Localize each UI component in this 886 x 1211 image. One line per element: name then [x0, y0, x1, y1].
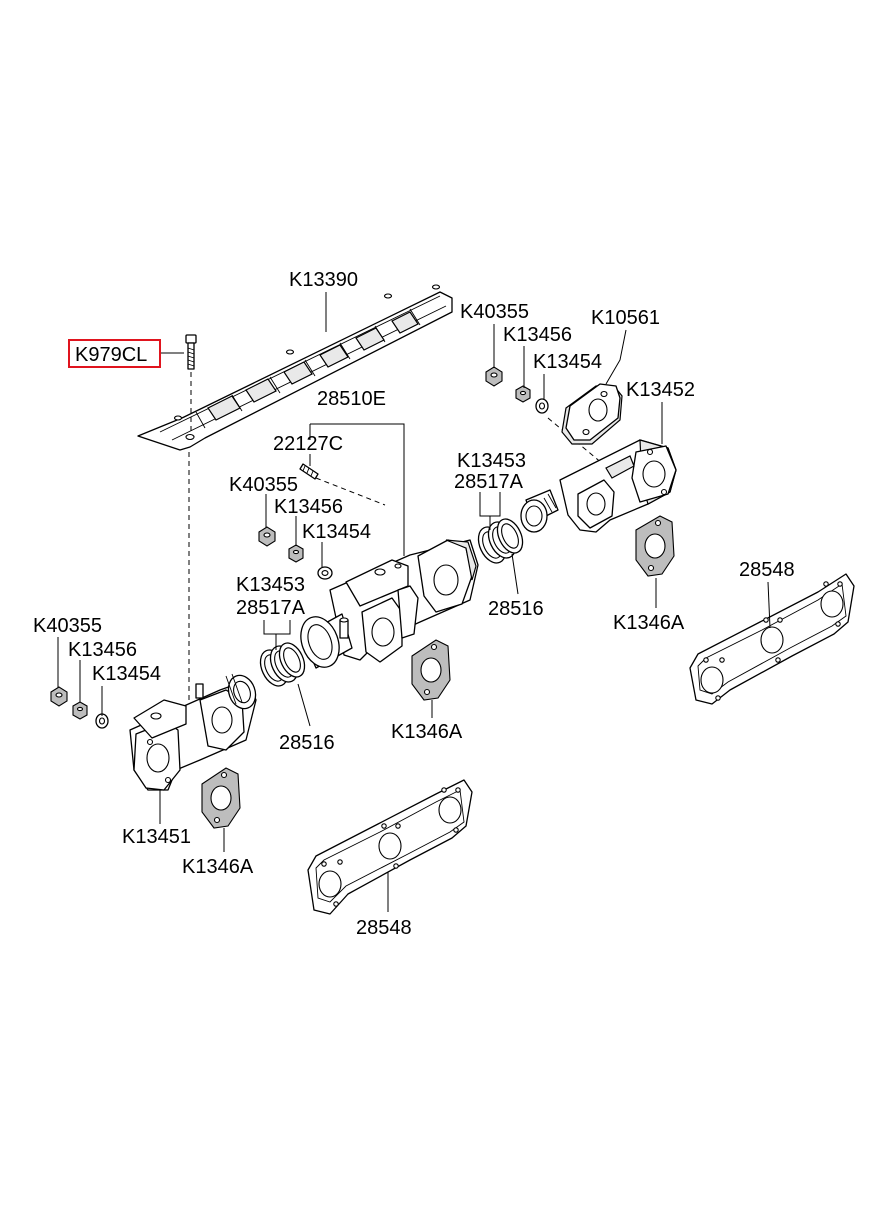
nut-k13456-mid: [288, 544, 304, 563]
label-k13456-left[interactable]: K13456: [68, 639, 137, 661]
label-28516-left[interactable]: 28516: [279, 732, 335, 754]
label-28510e[interactable]: 28510E: [317, 388, 386, 410]
label-28517a-right[interactable]: 28517A: [454, 471, 524, 493]
label-28548-bottom[interactable]: 28548: [356, 917, 412, 939]
label-k10561[interactable]: K10561: [591, 307, 660, 329]
cover-plate-part: [561, 383, 623, 445]
manifold-center-part: [300, 539, 479, 669]
washer-k13454-left: [95, 713, 109, 729]
label-k13454-mid[interactable]: K13454: [302, 521, 371, 543]
washer-k13454-mid: [317, 566, 333, 580]
label-k40355-left[interactable]: K40355: [33, 615, 102, 637]
heat-shield-part: [137, 284, 453, 451]
nut-k40355-mid: [258, 526, 276, 547]
bolt-part: [185, 334, 197, 370]
leader-lines: [57, 292, 771, 912]
label-k979cl[interactable]: K979CL: [75, 344, 147, 366]
washer-k13454-top: [535, 398, 549, 414]
gasket-strip-right: [689, 573, 855, 705]
gasket-strip-bottom: [307, 779, 473, 915]
manifold-right-part: [520, 439, 677, 533]
seal-rings-left: [259, 642, 306, 687]
seal-rings-right: [477, 518, 524, 564]
label-k13454-left[interactable]: K13454: [92, 663, 161, 685]
gasket-k1346a-right: [635, 515, 675, 577]
label-28548-right[interactable]: 28548: [739, 559, 795, 581]
label-k1346a-mid[interactable]: K1346A: [391, 721, 463, 743]
nut-k40355-left: [50, 686, 68, 707]
label-22127c[interactable]: 22127C: [273, 433, 343, 455]
nut-k13456-left: [72, 701, 88, 720]
label-k13451[interactable]: K13451: [122, 826, 191, 848]
label-28516-right[interactable]: 28516: [488, 598, 544, 620]
stud-part: [299, 463, 319, 480]
gasket-k1346a-left: [201, 767, 241, 829]
label-k40355-mid[interactable]: K40355: [229, 474, 298, 496]
highlight-box: [68, 339, 161, 368]
part-labels: K13390 K979CL K40355 K13456 K10561 K1345…: [33, 269, 795, 939]
label-k1346a-right[interactable]: K1346A: [613, 612, 685, 634]
label-k13454-top[interactable]: K13454: [533, 351, 602, 373]
label-k13453-right[interactable]: K13453: [457, 450, 526, 472]
nut-k40355-top: [485, 366, 503, 387]
gasket-k1346a-mid: [411, 639, 451, 701]
label-28517a-left[interactable]: 28517A: [236, 597, 306, 619]
manifold-left-part: [129, 673, 257, 791]
label-k13453-left[interactable]: K13453: [236, 574, 305, 596]
nut-k13456-top: [515, 385, 531, 403]
stud-alignment-line: [315, 477, 386, 506]
label-k13452[interactable]: K13452: [626, 379, 695, 401]
label-k13390[interactable]: K13390: [289, 269, 358, 291]
label-k40355-top[interactable]: K40355: [460, 301, 529, 323]
label-k13456-mid[interactable]: K13456: [274, 496, 343, 518]
label-k1346a-left[interactable]: K1346A: [182, 856, 254, 878]
label-k13456-top[interactable]: K13456: [503, 324, 572, 346]
